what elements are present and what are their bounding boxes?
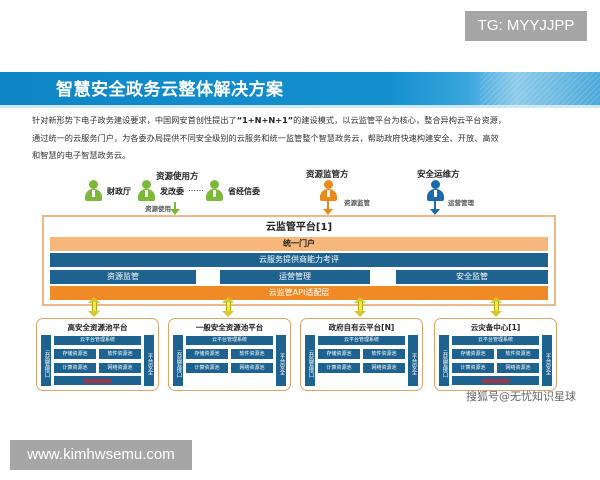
resource-supervision-segment: 资源监管 — [50, 270, 196, 284]
site-url-badge: www.kimhwsemu.com — [10, 440, 192, 470]
pool-platform-security: 平台安全 — [408, 335, 418, 386]
security-supervision-segment: 安全监管 — [396, 270, 548, 284]
intro-line-2: 通过统一的云服务门户，为各委办局提供不同安全级别的云服务和统一监管整个智慧政务云… — [32, 132, 499, 143]
tg-watermark-badge: TG: MYYJJPP — [465, 11, 587, 41]
model-name: “1+N+N+1” — [236, 115, 294, 125]
unified-portal-band: 统一门户 — [50, 237, 548, 251]
api-adapter-layer-band: 云监管API适配层 — [50, 286, 548, 300]
compute-pool: 计算资源池 — [186, 363, 228, 373]
arrow-down-icon — [430, 201, 440, 215]
compute-pool: 计算资源池 — [54, 363, 96, 373]
intro-line-1: 针对新形势下电子政务建设要求，中国网安首创性提出了“1+N+N+1”的建设模式，… — [32, 112, 572, 130]
provider-evaluation-band: 云服务提供商能力考评 — [50, 253, 548, 267]
source-watermark: 搜狐号@无忧知识星球 — [466, 388, 576, 404]
intro-line-3: 和智慧的电子智慧政务云。 — [32, 150, 131, 160]
ellipsis: …… — [188, 184, 204, 193]
pool-red-label — [452, 376, 539, 385]
watermark-text: 搜狐号@无忧知识星球 — [466, 390, 576, 403]
compute-pool: 计算资源池 — [452, 363, 494, 373]
slide-header-bar: 智慧安全政务云整体解决方案 — [0, 72, 600, 108]
consumer-economy: 省经信委 — [228, 187, 260, 196]
intro-paragraph: 针对新形势下电子政务建设要求，中国网安首创性提出了“1+N+N+1”的建设模式，… — [32, 112, 572, 165]
person-icon — [205, 180, 223, 202]
consumer-ndrc: 发改委 — [160, 187, 184, 196]
slide-title: 智慧安全政务云整体解决方案 — [56, 80, 284, 100]
cloud-supervision-platform: 云监管平台[1] 统一门户 云服务提供商能力考评 资源监管 运营管理 安全监管 … — [42, 215, 556, 306]
arrow-down-icon — [323, 201, 333, 215]
consumers-flow-label: 资源使用 — [145, 205, 171, 213]
pool-title: 政府自有云平台[N] — [328, 323, 395, 332]
software-pool: 软件资源池 — [99, 349, 141, 359]
person-icon — [137, 180, 155, 202]
pool-title: 云灾备中心[1] — [470, 323, 521, 332]
bidirectional-arrow-icon — [88, 297, 100, 317]
intro-text: 的建设模式，以云监管平台为核心，整合异构云平台资源， — [293, 115, 507, 125]
pool-management-system: 云平台管理系统 — [452, 336, 539, 345]
storage-pool: 存储资源池 — [452, 349, 494, 359]
pool-supervision-interface: 云监管接口 — [173, 335, 183, 386]
operations-management-segment: 运营管理 — [220, 270, 370, 284]
storage-pool: 存储资源池 — [318, 349, 360, 359]
software-pool: 软件资源池 — [363, 349, 405, 359]
compute-pool: 计算资源池 — [318, 363, 360, 373]
general-security-pool: 一般安全资源池平台 云监管接口 云平台管理系统 存储资源池 软件资源池 计算资源… — [168, 318, 291, 391]
bidirectional-arrow-icon — [490, 297, 502, 317]
pool-management-system: 云平台管理系统 — [186, 336, 273, 345]
network-pool: 网络资源池 — [99, 363, 141, 373]
platform-title: 云监管平台[1] — [265, 222, 333, 233]
disaster-recovery-center-pool: 云灾备中心[1] 云监管接口 云平台管理系统 存储资源池 软件资源池 计算资源池… — [434, 318, 557, 391]
network-pool: 网络资源池 — [497, 363, 539, 373]
pool-management-system: 云平台管理系统 — [318, 336, 405, 345]
pool-red-label — [54, 376, 141, 385]
network-pool: 网络资源池 — [231, 363, 273, 373]
software-pool: 软件资源池 — [497, 349, 539, 359]
government-own-cloud-pool: 政府自有云平台[N] 云监管接口 云平台管理系统 存储资源池 软件资源池 计算资… — [300, 318, 423, 391]
supervisor-title: 资源监管方 — [306, 170, 349, 180]
operator-flow-label: 运营管理 — [448, 199, 474, 207]
pool-title: 高安全资源池平台 — [67, 323, 128, 332]
header-decoration — [480, 72, 600, 108]
storage-pool: 存储资源池 — [186, 349, 228, 359]
pool-platform-security: 平台安全 — [542, 335, 552, 386]
consumer-finance: 财政厅 — [107, 187, 131, 196]
pool-management-system: 云平台管理系统 — [54, 336, 141, 345]
person-icon — [319, 180, 337, 202]
supervisor-flow-label: 资源监管 — [344, 199, 370, 207]
pool-supervision-interface: 云监管接口 — [439, 335, 449, 386]
person-icon — [84, 180, 102, 202]
bidirectional-arrow-icon — [354, 297, 366, 317]
pool-platform-security: 平台安全 — [144, 335, 154, 386]
bidirectional-arrow-icon — [222, 297, 234, 317]
consumers-title: 资源使用方 — [156, 172, 199, 182]
storage-pool: 存储资源池 — [54, 349, 96, 359]
pool-platform-security: 平台安全 — [276, 335, 286, 386]
software-pool: 软件资源池 — [231, 349, 273, 359]
operator-title: 安全运维方 — [417, 170, 460, 180]
pool-title: 一般安全资源池平台 — [195, 323, 264, 332]
pool-supervision-interface: 云监管接口 — [305, 335, 315, 386]
network-pool: 网络资源池 — [363, 363, 405, 373]
intro-text: 针对新形势下电子政务建设要求，中国网安首创性提出了 — [32, 115, 237, 125]
arrow-down-icon — [170, 202, 180, 215]
high-security-pool: 高安全资源池平台 云监管接口 云平台管理系统 存储资源池 软件资源池 计算资源池… — [36, 318, 159, 391]
pool-supervision-interface: 云监管接口 — [41, 335, 51, 386]
person-icon — [426, 180, 444, 202]
